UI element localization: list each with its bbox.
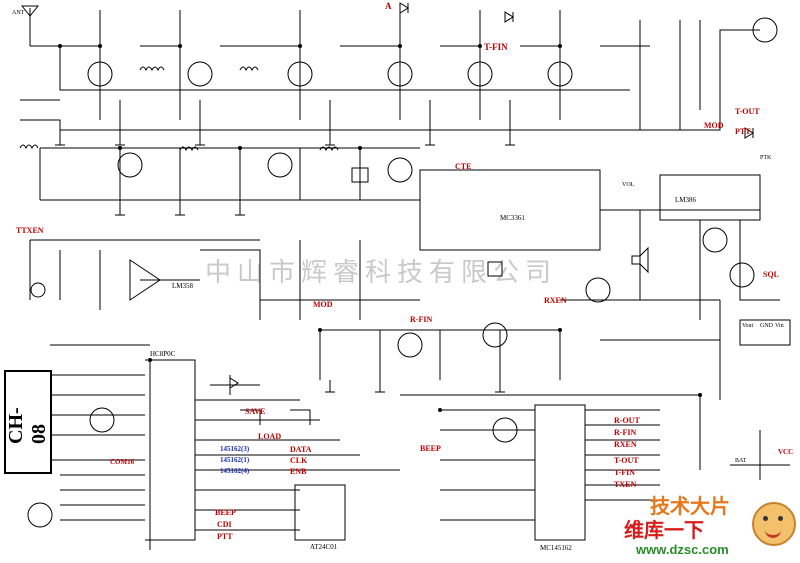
vcc-label-right: VCC [778, 448, 794, 456]
ch08-module-label: CH-08 [5, 407, 50, 444]
load-switch-label: LOAD [258, 432, 282, 441]
logo-url-text: www.dzsc.com [636, 542, 729, 557]
regulator-vin-pin: Vin [775, 323, 784, 329]
bat-label: BAT [735, 458, 747, 464]
signal-145162-4: 145162(4) [220, 467, 250, 475]
signal-cte: CTE [455, 162, 472, 171]
signal-t-fin: T-FIN [614, 468, 636, 477]
signal-com16: COM16 [110, 458, 135, 466]
signal-t-fin-top: T-FIN [484, 42, 508, 52]
signal-mod-mid: MOD [313, 300, 333, 309]
logo-chinese-text: 维库一下 [624, 518, 704, 542]
signal-145162-3: 145162(3) [220, 445, 250, 453]
signal-txen: TXEN [614, 480, 637, 489]
company-watermark: 中山市辉睿科技有限公司 [205, 258, 558, 288]
signal-beep: BEEP [215, 508, 236, 517]
signal-ttxen: TTXEN [16, 226, 44, 235]
signal-cdi: CDI [217, 520, 232, 529]
regulator-gnd-pin: GND [760, 323, 773, 329]
dzsc-logo: 技术大片 维库一下 www.dzsc.com [618, 490, 798, 560]
signal-t-out: T-OUT [614, 456, 639, 465]
ic-hc8p0c-label: HC8P0C [150, 350, 176, 358]
ic-mc3361-label: MC3361 [500, 214, 525, 222]
regulator-vout-pin: Vout [742, 323, 754, 329]
signal-clk: CLK [290, 456, 308, 465]
signal-r-fin: R-FIN [614, 428, 637, 437]
signal-r-out: R-OUT [614, 416, 640, 425]
ic-lm358-label: LM358 [172, 282, 193, 290]
signal-enb: ENB [290, 467, 307, 476]
vol-label: VOL [622, 182, 635, 188]
signal-r-fin-mid: R-FIN [410, 315, 433, 324]
signal-t-out-top: T-OUT [735, 107, 760, 116]
signal-ptt-mcu: PTT [217, 532, 233, 541]
ic-mc145162-label: MC145162 [540, 544, 572, 552]
signal-beep-right: BEEP [420, 444, 441, 453]
signal-rxen: RXEN [614, 440, 637, 449]
signal-ptt-top: PTT [735, 127, 751, 136]
logo-top-text: 技术大片 [650, 494, 730, 518]
signal-mod-top: MOD [704, 121, 724, 130]
save-switch-label: SAVE [245, 407, 266, 416]
ch08-module-box: CH-08 [4, 370, 52, 474]
signal-data: DATA [290, 445, 312, 454]
logo-mascot-icon [752, 502, 796, 546]
ptk-label: PTK [760, 155, 772, 161]
signal-145162-1: 145162(1) [220, 456, 250, 464]
signal-a: A [385, 1, 392, 11]
signal-sql: SQL [763, 270, 780, 279]
signal-rxen-mid: RXEN [544, 296, 567, 305]
ic-at24c01-label: AT24C01 [310, 543, 338, 551]
antenna-label: ANT [12, 10, 25, 16]
ic-lm386-label: LM386 [675, 196, 696, 204]
